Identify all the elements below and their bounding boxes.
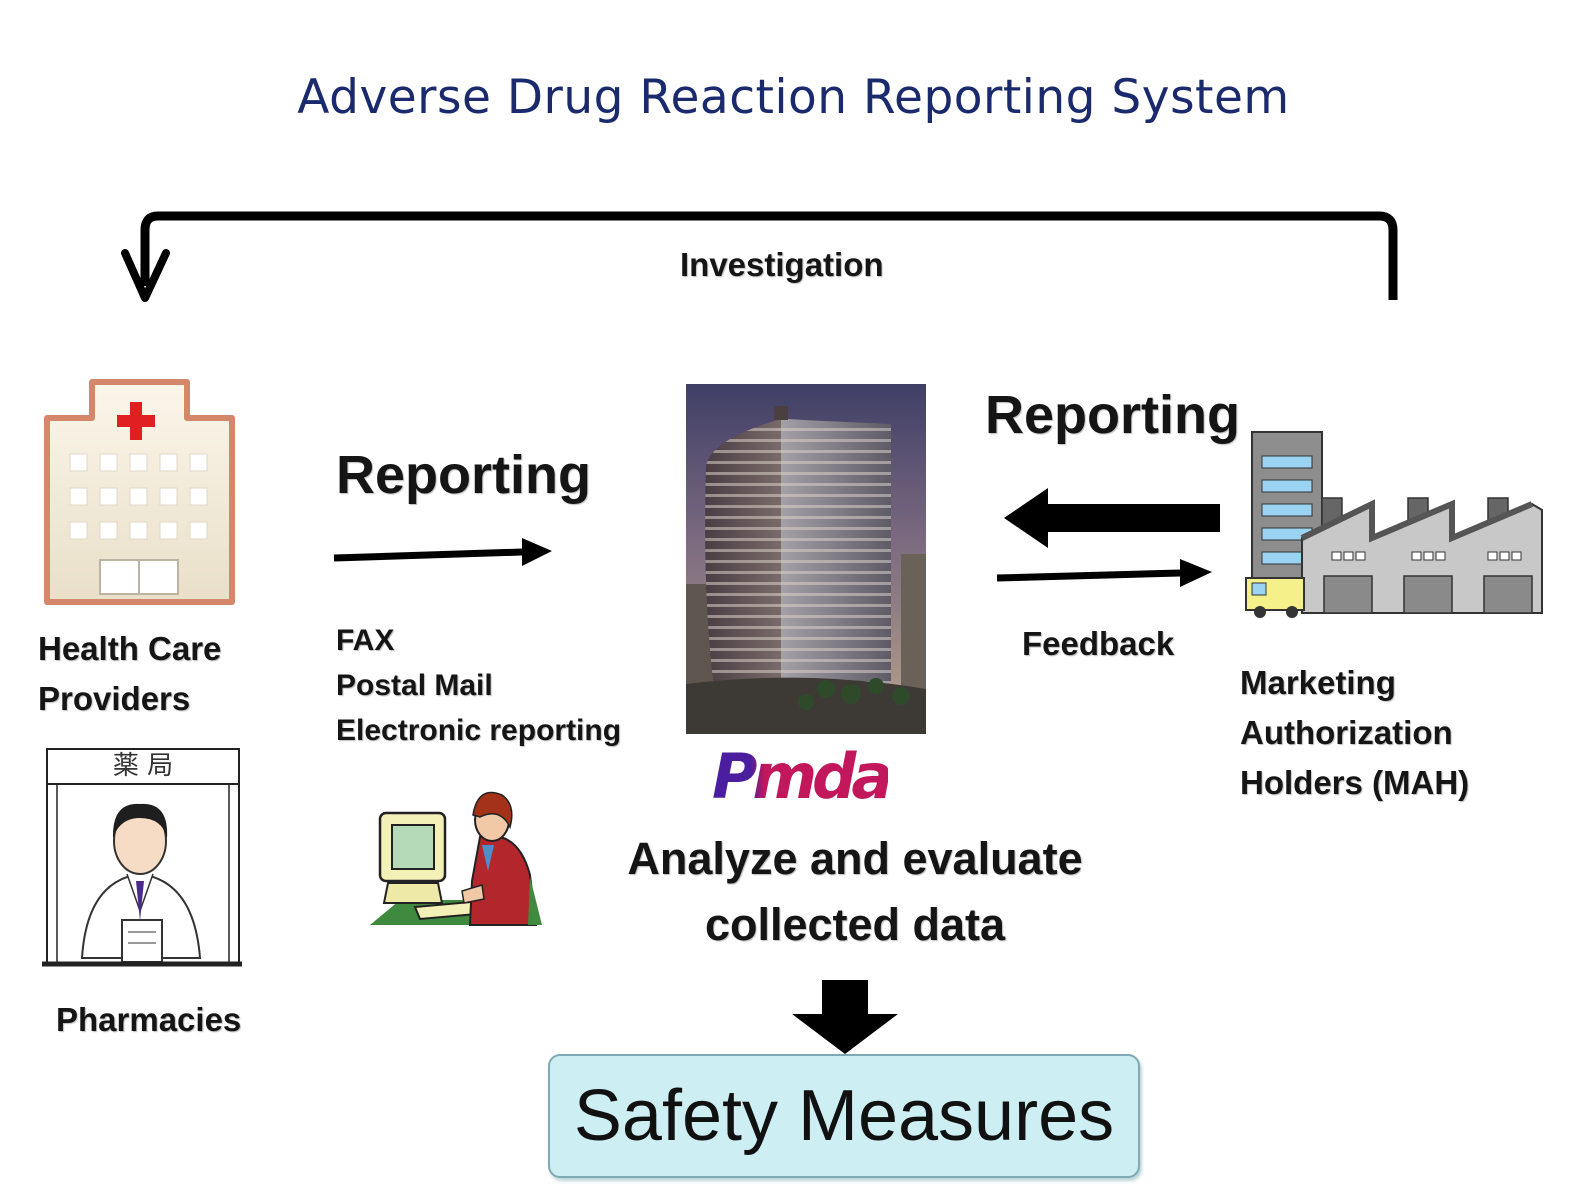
pharmacist-icon	[42, 748, 242, 967]
reporting-left-label: Reporting	[336, 445, 591, 505]
computer-user-icon	[370, 791, 542, 926]
pharmacies-label: Pharmacies	[56, 1001, 242, 1038]
health-care-providers-label: Health Care Providers	[38, 630, 222, 717]
hospital-icon	[44, 379, 235, 605]
page-title: Adverse Drug Reaction Reporting System	[297, 70, 1290, 125]
pmda-building-photo	[686, 384, 926, 734]
pmda-logo-text: Pmda	[712, 740, 893, 813]
safety-measures-box: Safety Measures	[548, 1054, 1140, 1178]
investigation-label: Investigation	[680, 246, 884, 283]
analyze-label: Analyze and evaluate collected data	[627, 833, 1083, 950]
reporting-right-label: Reporting	[985, 385, 1240, 445]
feedback-label: Feedback	[1022, 625, 1175, 662]
method-postal-mail: Postal Mail	[336, 669, 493, 702]
method-electronic: Electronic reporting	[336, 714, 622, 747]
factory-icon	[1245, 431, 1543, 618]
mah-label: Marketing Authorization Holders (MAH)	[1240, 664, 1470, 801]
method-fax: FAX	[336, 624, 395, 657]
safety-measures-label: Safety Measures	[573, 1076, 1115, 1156]
pharmacy-sign: 薬 局	[112, 751, 174, 781]
reporting-methods-list: FAX Postal Mail Electronic reporting	[336, 618, 621, 753]
pmda-logo: Pmda	[712, 740, 893, 813]
